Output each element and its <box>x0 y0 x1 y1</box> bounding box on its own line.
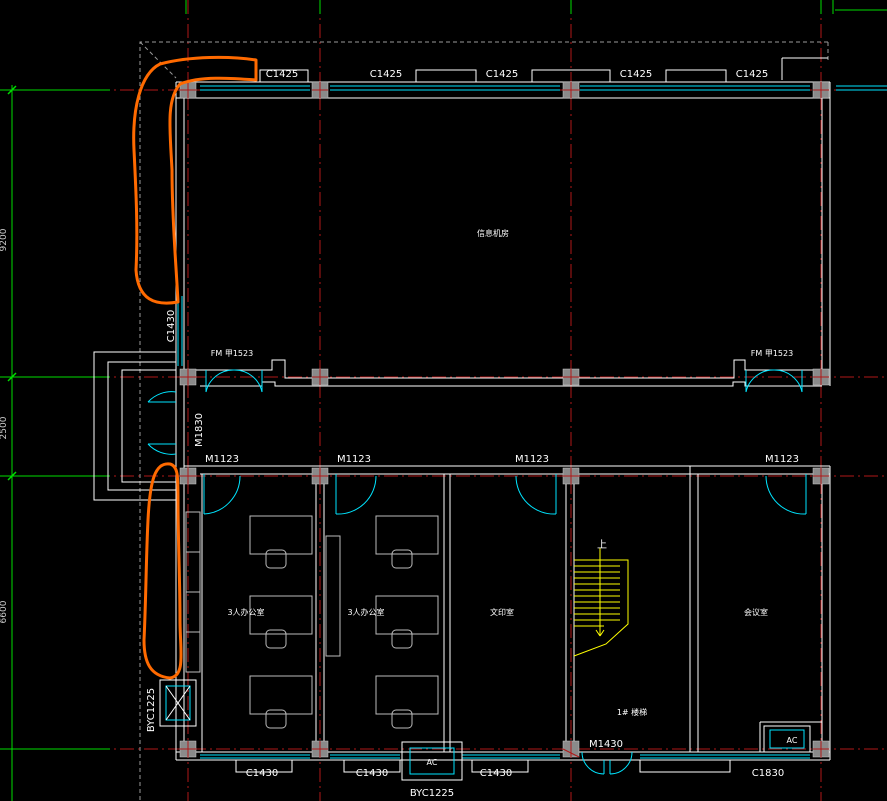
window-label-c1430-side: C1430 <box>166 310 177 342</box>
chair <box>265 629 287 649</box>
desk <box>249 595 313 635</box>
ac-unit-right <box>763 725 811 753</box>
window-label-byc1225-bottom: BYC1225 <box>410 788 454 799</box>
stair-up-label: 上 <box>597 539 607 551</box>
building-outline <box>139 41 829 800</box>
chair <box>391 549 413 569</box>
door-label-fm1523-right: FM 甲1523 <box>751 349 793 358</box>
stair <box>573 548 629 657</box>
revision-markup <box>132 55 258 680</box>
window-label-c1425-d: C1425 <box>620 69 652 80</box>
room-label-right-room: 会议室 <box>744 607 768 617</box>
door-label-m1123-d: M1123 <box>765 454 799 465</box>
dimension-label-6600: 6600 <box>0 600 9 623</box>
door-label-m1123-c: M1123 <box>515 454 549 465</box>
room-label-big-room: 信息机房 <box>477 228 509 238</box>
chair <box>265 549 287 569</box>
window-sills <box>235 69 731 773</box>
door-label-m1123-b: M1123 <box>337 454 371 465</box>
door-swings <box>147 369 807 775</box>
ac-unit-bottom <box>401 741 463 781</box>
chair <box>265 709 287 729</box>
window-label-c1425-e: C1425 <box>736 69 768 80</box>
window-label-c1830: C1830 <box>752 768 784 779</box>
columns <box>179 81 830 758</box>
window-label-byc1225-left: BYC1225 <box>146 688 157 732</box>
ac-label-right: AC <box>787 736 798 745</box>
door-label-m1830: M1830 <box>194 413 205 447</box>
dimension-ticks <box>7 85 17 481</box>
chair <box>391 709 413 729</box>
cabinet <box>325 535 341 657</box>
walls <box>93 57 831 761</box>
door-label-m1430: M1430 <box>589 739 623 750</box>
room-label-office-1: 3人办公室 <box>227 607 264 617</box>
desk <box>249 515 313 555</box>
desk <box>375 675 439 715</box>
windows-glass <box>177 85 887 759</box>
furniture <box>185 511 439 729</box>
room-label-stair: 1# 楼梯 <box>617 707 647 717</box>
window-label-c1425-b: C1425 <box>370 69 402 80</box>
room-label-office-2: 3人办公室 <box>347 607 384 617</box>
window-label-c1430-c: C1430 <box>480 768 512 779</box>
column-crosshairs <box>180 82 829 758</box>
window-label-c1425-a: C1425 <box>266 69 298 80</box>
dimension-label-2500: 2500 <box>0 416 9 439</box>
desk <box>375 515 439 555</box>
window-label-c1425-c: C1425 <box>486 69 518 80</box>
ac-unit-left <box>159 679 197 727</box>
dimension-label-9200: 9200 <box>0 228 9 251</box>
room-label-archive: 文印室 <box>490 607 514 617</box>
window-label-c1430-a: C1430 <box>246 768 278 779</box>
desk <box>249 675 313 715</box>
ac-label-bottom: AC <box>427 758 438 767</box>
chair <box>391 629 413 649</box>
door-label-fm1523-left: FM 甲1523 <box>211 349 253 358</box>
door-label-m1123-a: M1123 <box>205 454 239 465</box>
desk <box>375 595 439 635</box>
window-label-c1430-b: C1430 <box>356 768 388 779</box>
